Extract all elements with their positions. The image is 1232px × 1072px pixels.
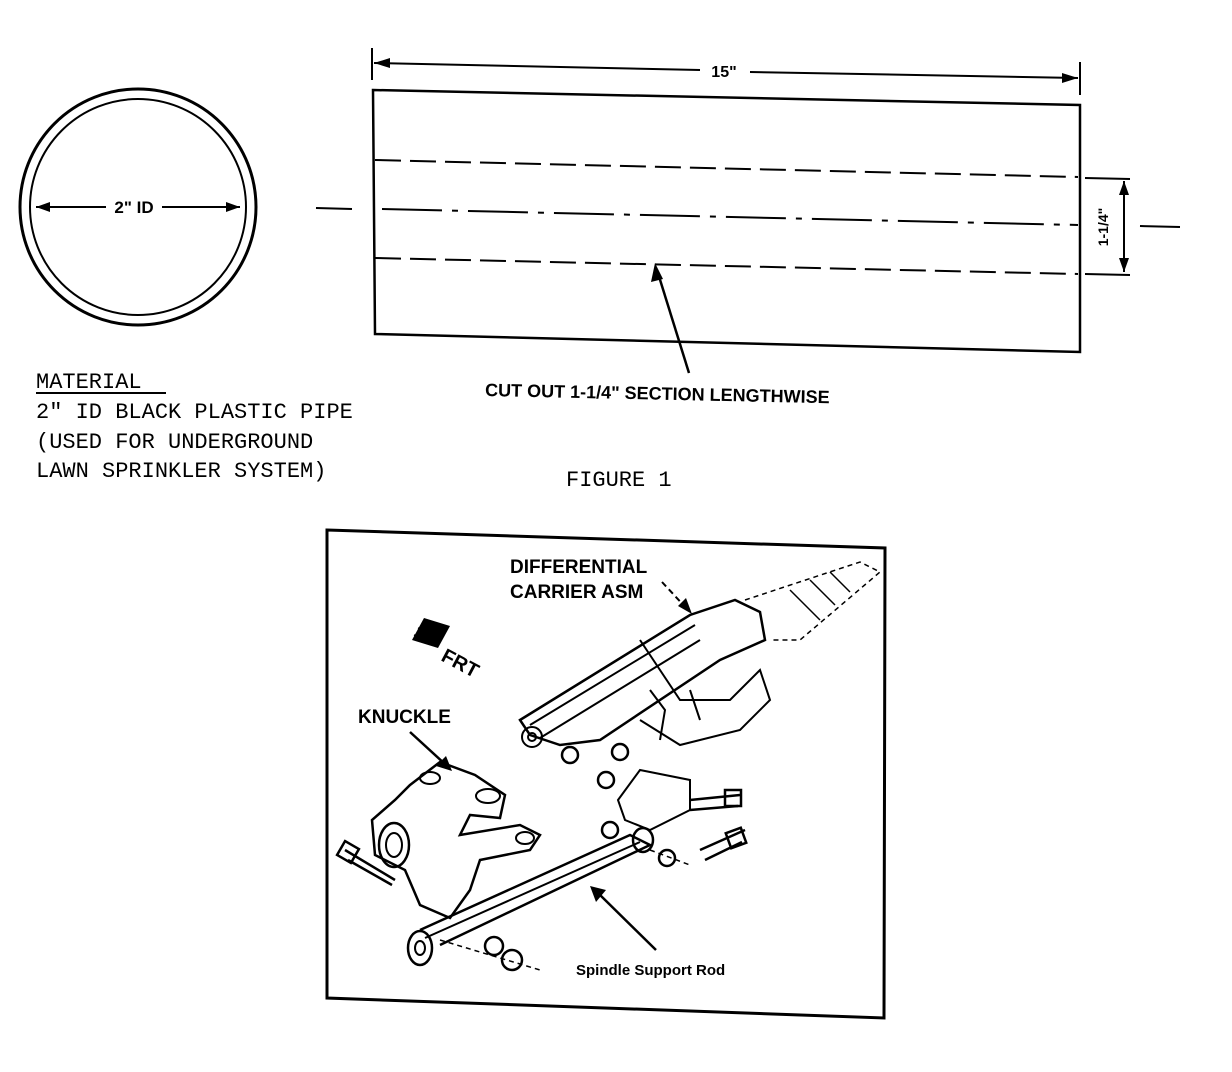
fastener-set — [335, 742, 748, 972]
length-dimension-line — [749, 71, 1079, 79]
pipe-length-label: 15" — [711, 64, 736, 81]
pipe-side-view: 15" 1-1/4" CUT OUT 1-1/4" SECTION LENGTH… — [315, 48, 1181, 407]
center-line — [315, 207, 353, 210]
material-line: LAWN SPRINKLER SYSTEM) — [36, 459, 326, 484]
front-label: FRT — [438, 645, 483, 683]
cut-width-label: 1-1/4" — [1095, 208, 1111, 247]
material-line: 2" ID BLACK PLASTIC PIPE — [36, 400, 353, 425]
knuckle-leader — [409, 731, 447, 766]
arrowhead — [374, 58, 390, 68]
cut-width-extension — [1084, 273, 1131, 276]
pipe-body — [371, 88, 1082, 354]
center-line — [381, 208, 1079, 226]
knuckle-label: KNUCKLE — [358, 707, 451, 728]
arrowhead — [651, 263, 663, 282]
arrowhead — [36, 202, 50, 212]
cut-leader-line — [655, 269, 691, 374]
rod-leader — [597, 892, 657, 951]
arrowhead — [1062, 73, 1078, 83]
arrowhead — [226, 202, 240, 212]
differential-label: CARRIER ASM — [510, 582, 643, 603]
pipe-end-view: 2" ID — [18, 87, 258, 327]
material-heading: MATERIAL — [36, 370, 142, 395]
material-line: (USED FOR UNDERGROUND — [36, 430, 313, 455]
differential-label: DIFFERENTIAL — [510, 557, 648, 578]
cut-line-upper — [374, 159, 1079, 178]
material-note: MATERIAL 2" ID BLACK PLASTIC PIPE (USED … — [36, 370, 353, 484]
arrowhead — [1119, 258, 1129, 272]
suspension-illustration: DIFFERENTIAL CARRIER ASM FRT KNUCKLE — [325, 528, 887, 1020]
pipe-outer-wall — [18, 87, 258, 327]
arrowhead — [590, 886, 606, 902]
cut-instruction: CUT OUT 1-1/4" SECTION LENGTHWISE — [485, 380, 830, 407]
spindle-support-rod — [406, 826, 691, 971]
pipe-id-label: 2" ID — [114, 198, 153, 217]
figure-caption: FIGURE 1 — [566, 468, 672, 493]
arrowhead — [1119, 181, 1129, 195]
cut-width-extension — [1084, 177, 1131, 180]
length-dimension-line — [373, 62, 701, 71]
cut-line-lower — [374, 257, 1079, 275]
spindle-rod-label: Spindle Support Rod — [576, 962, 725, 979]
pipe-inner-wall — [29, 98, 247, 316]
differential-carrier — [518, 561, 882, 748]
knuckle-part — [370, 760, 542, 920]
arrowhead — [678, 598, 692, 614]
front-arrow-icon — [412, 618, 450, 648]
illustration-frame — [325, 528, 887, 1020]
center-line — [1139, 225, 1181, 228]
